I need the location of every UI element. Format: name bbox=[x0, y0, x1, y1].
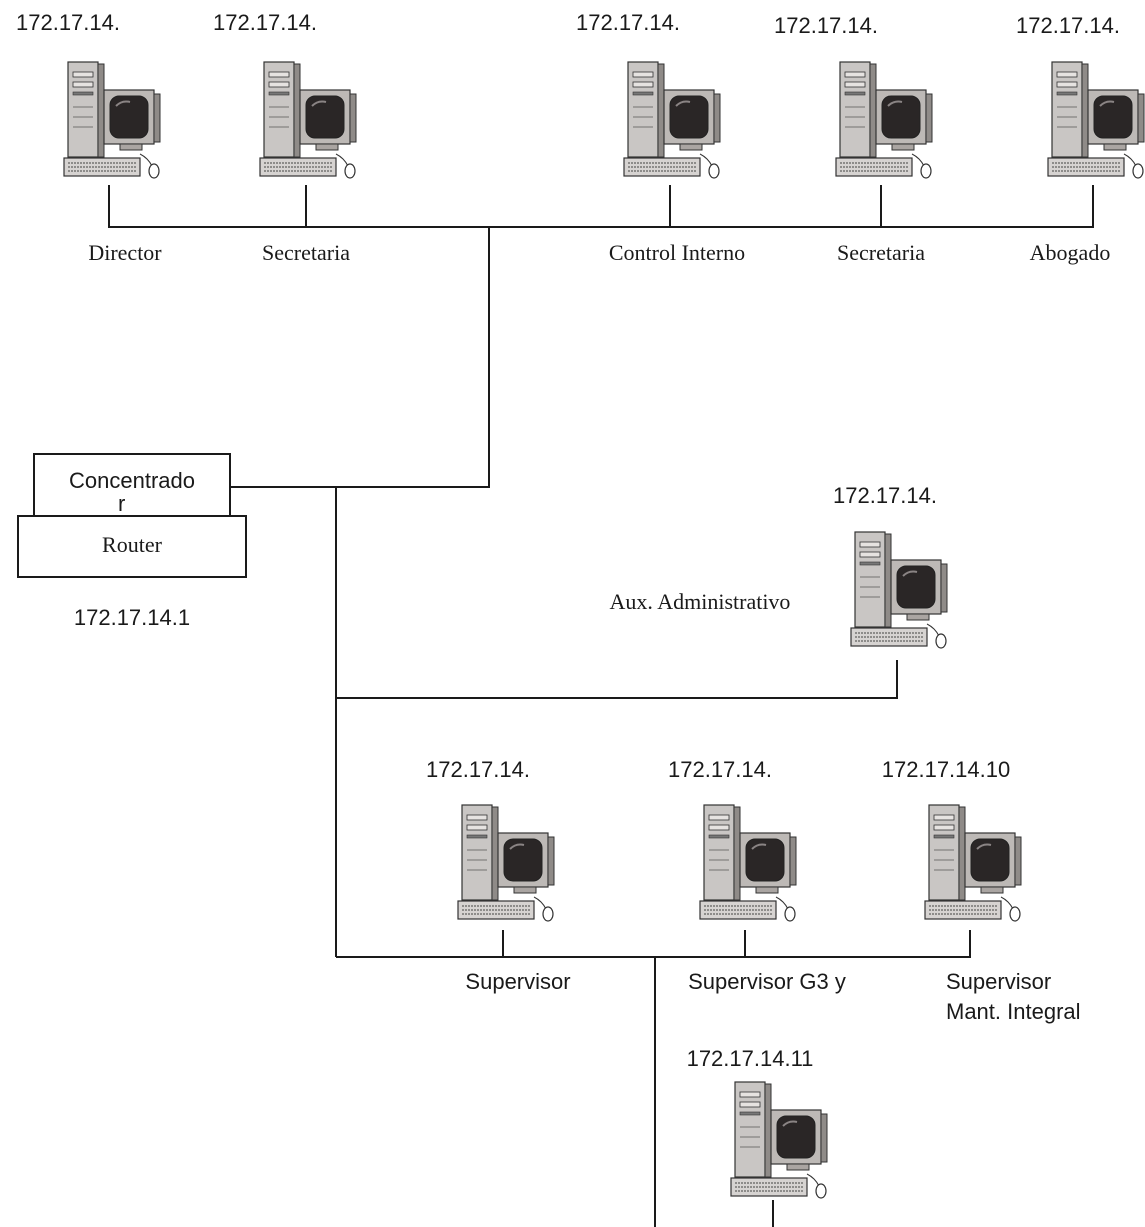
node-ip: 172.17.14. bbox=[774, 13, 878, 38]
node-label: Supervisor G3 y bbox=[688, 969, 846, 994]
desktop-computer-icon bbox=[457, 804, 555, 922]
router-label: Router bbox=[102, 532, 163, 557]
computer-supervisor-mant-integral: 172.17.14.10 Supervisor Mant. Integral bbox=[882, 757, 1081, 1024]
top-row: 172.17.14. Director 172.17.14. Secretari… bbox=[16, 10, 1145, 265]
node-ip: 172.17.14. bbox=[213, 10, 317, 35]
desktop-computer-icon bbox=[730, 1081, 828, 1199]
desktop-computer-icon bbox=[835, 61, 933, 179]
node-ip: 172.17.14. bbox=[1016, 13, 1120, 38]
desktop-computer-icon bbox=[850, 531, 948, 649]
node-label: Control Interno bbox=[609, 240, 745, 265]
node-label: Aux. Administrativo bbox=[610, 589, 791, 614]
desktop-computer-icon bbox=[699, 804, 797, 922]
node-ip: 172.17.14.11 bbox=[687, 1046, 814, 1071]
node-ip: 172.17.14. bbox=[16, 10, 120, 35]
node-label: Director bbox=[88, 240, 162, 265]
computer-aux-administrativo: 172.17.14. Aux. Administrativo bbox=[610, 483, 948, 649]
connection-lines bbox=[108, 185, 1094, 1227]
computer-supervisor-g3: 172.17.14. Supervisor G3 y bbox=[668, 757, 846, 994]
desktop-computer-icon bbox=[259, 61, 357, 179]
node-label-line2: Mant. Integral bbox=[946, 999, 1081, 1024]
computer-secretaria-1: 172.17.14. Secretaria bbox=[213, 10, 357, 265]
concentrator-label-trailing: r bbox=[118, 491, 125, 516]
node-label: Supervisor bbox=[946, 969, 1051, 994]
node-ip: 172.17.14.10 bbox=[882, 757, 1010, 782]
concentrator-box bbox=[33, 453, 231, 517]
node-label: Secretaria bbox=[262, 240, 350, 265]
desktop-computer-icon bbox=[63, 61, 161, 179]
node-ip: 172.17.14. bbox=[576, 10, 680, 35]
node-ip: 172.17.14. bbox=[426, 757, 530, 782]
computer-supervisor: 172.17.14. Supervisor bbox=[426, 757, 571, 994]
computer-secretaria-2: 172.17.14. Secretaria bbox=[774, 13, 933, 265]
desktop-computer-icon bbox=[924, 804, 1022, 922]
node-ip: 172.17.14. bbox=[833, 483, 937, 508]
bottom-row: 172.17.14. Supervisor 172.17.14. Supervi… bbox=[426, 757, 1081, 1024]
node-ip: 172.17.14. bbox=[668, 757, 772, 782]
concentrator-label: Concentrado bbox=[69, 468, 195, 493]
node-label: Supervisor bbox=[465, 969, 570, 994]
computer-director: 172.17.14. Director bbox=[16, 10, 162, 265]
router-ip: 172.17.14.1 bbox=[74, 605, 190, 630]
node-label: Abogado bbox=[1030, 240, 1111, 265]
node-label: Secretaria bbox=[837, 240, 925, 265]
router-concentrator: Concentrado r Router 172.17.14.1 bbox=[17, 453, 247, 630]
computer-lowest: 172.17.14.11 bbox=[687, 1046, 828, 1199]
router-box bbox=[17, 515, 247, 578]
computer-abogado: 172.17.14. Abogado bbox=[1016, 13, 1145, 265]
computer-control-interno: 172.17.14. Control Interno bbox=[576, 10, 745, 265]
desktop-computer-icon bbox=[1047, 61, 1145, 179]
desktop-computer-icon bbox=[623, 61, 721, 179]
